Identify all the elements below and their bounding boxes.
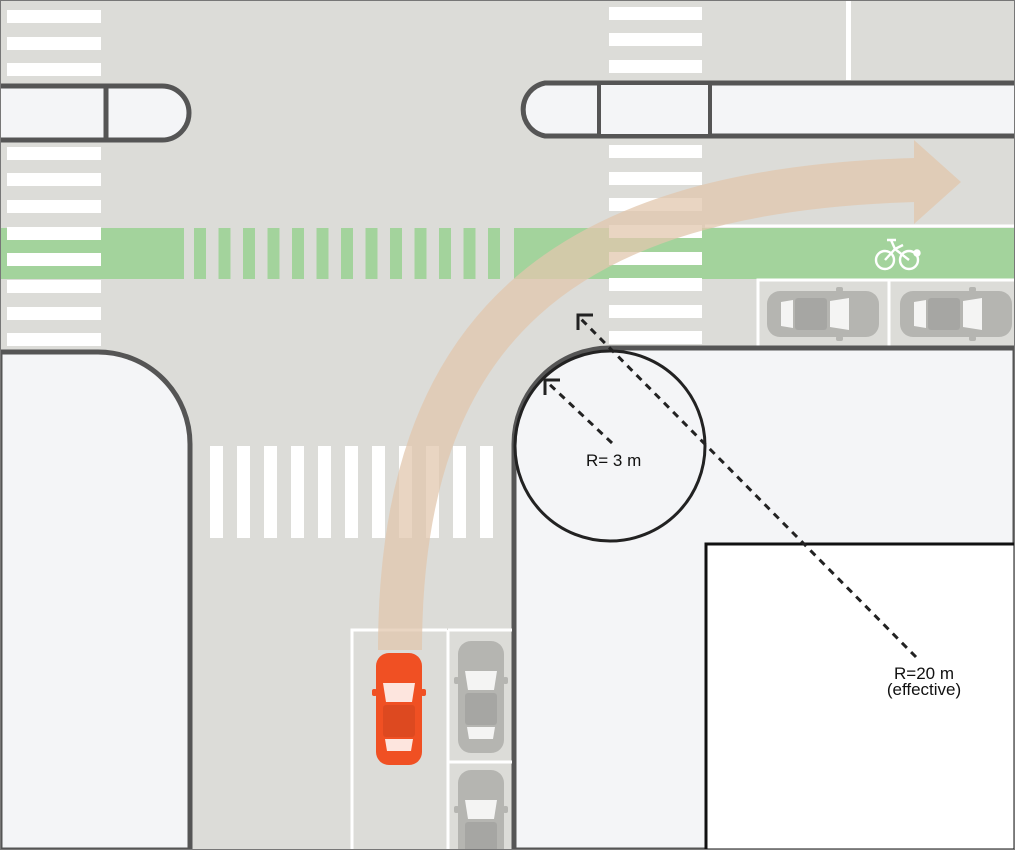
crosswalk-stripe (609, 7, 702, 20)
crosswalk-stripe (609, 305, 702, 318)
crosswalk-west (7, 10, 101, 346)
crosswalk-stripe (210, 446, 223, 538)
effective-radius-arrowhead (576, 313, 593, 330)
bike-lane-dash (365, 228, 378, 279)
crosswalk-stripe (7, 307, 101, 320)
bike-lane-dash (267, 228, 280, 279)
effective-radius-line (578, 316, 918, 659)
crosswalk-stripe (609, 60, 702, 73)
bike-lane-dash (488, 228, 500, 279)
crosswalk-stripe (318, 446, 331, 538)
bicycle-icon (874, 238, 921, 271)
crosswalk-stripe (609, 278, 702, 291)
crosswalk-stripe (7, 173, 101, 186)
crosswalk-stripe (609, 145, 702, 158)
small-radius-line (545, 380, 614, 445)
crosswalk-stripe (237, 446, 250, 538)
bike-lane-dash (439, 228, 451, 279)
bike-lane-crossing-markings (194, 228, 500, 279)
crosswalk-stripe (453, 446, 466, 538)
crosswalk-stripe (7, 253, 101, 266)
crosswalk-stripe (7, 227, 101, 240)
sidewalk-southwest (0, 349, 193, 850)
crosswalk-stripe (480, 446, 493, 538)
crosswalk-stripe (372, 446, 385, 538)
bike-lane-dash (341, 228, 353, 279)
bike-lane-dash (243, 228, 255, 279)
crosswalk-stripe (291, 446, 304, 538)
crosswalk-stripe (7, 333, 101, 346)
crosswalk-stripe (7, 10, 101, 23)
parked-car (454, 641, 508, 753)
parked-car (454, 770, 508, 850)
crosswalk-stripe (7, 147, 101, 160)
crosswalk-stripe (7, 37, 101, 50)
bike-lane-dash (316, 228, 329, 279)
parked-car (900, 287, 1012, 341)
building (704, 542, 1015, 850)
crosswalk-stripe (264, 446, 277, 538)
bike-lane-dash (390, 228, 402, 279)
crosswalk-stripe (609, 33, 702, 46)
small-radius-arrowhead (543, 378, 560, 395)
crosswalk-stripe (609, 331, 702, 344)
median-right (520, 80, 1015, 139)
parked-car (767, 287, 879, 341)
effective-radius-note: (effective) (887, 680, 961, 699)
small-radius-label: R= 3 m (586, 451, 641, 470)
bike-lane-dash (292, 228, 304, 279)
bike-lane-dash (463, 228, 476, 279)
curb-radius-circle (513, 349, 707, 543)
bike-lane-dash (194, 228, 206, 279)
median-left (0, 83, 192, 143)
crosswalk-stripe (609, 172, 702, 185)
right-turn-arrow (378, 140, 961, 651)
crosswalk-stripe (7, 63, 101, 76)
crosswalk-stripe (345, 446, 358, 538)
crosswalk-stripe (7, 200, 101, 213)
lane-line (846, 0, 851, 80)
bike-lane-dash (218, 228, 231, 279)
crosswalk-stripe (7, 280, 101, 293)
median-right-refuge (597, 81, 712, 138)
turning-car (372, 653, 426, 765)
effective-radius-label: R=20 m (894, 664, 954, 683)
parking-stalls-east (756, 278, 1015, 348)
bike-lane-dash (414, 228, 427, 279)
